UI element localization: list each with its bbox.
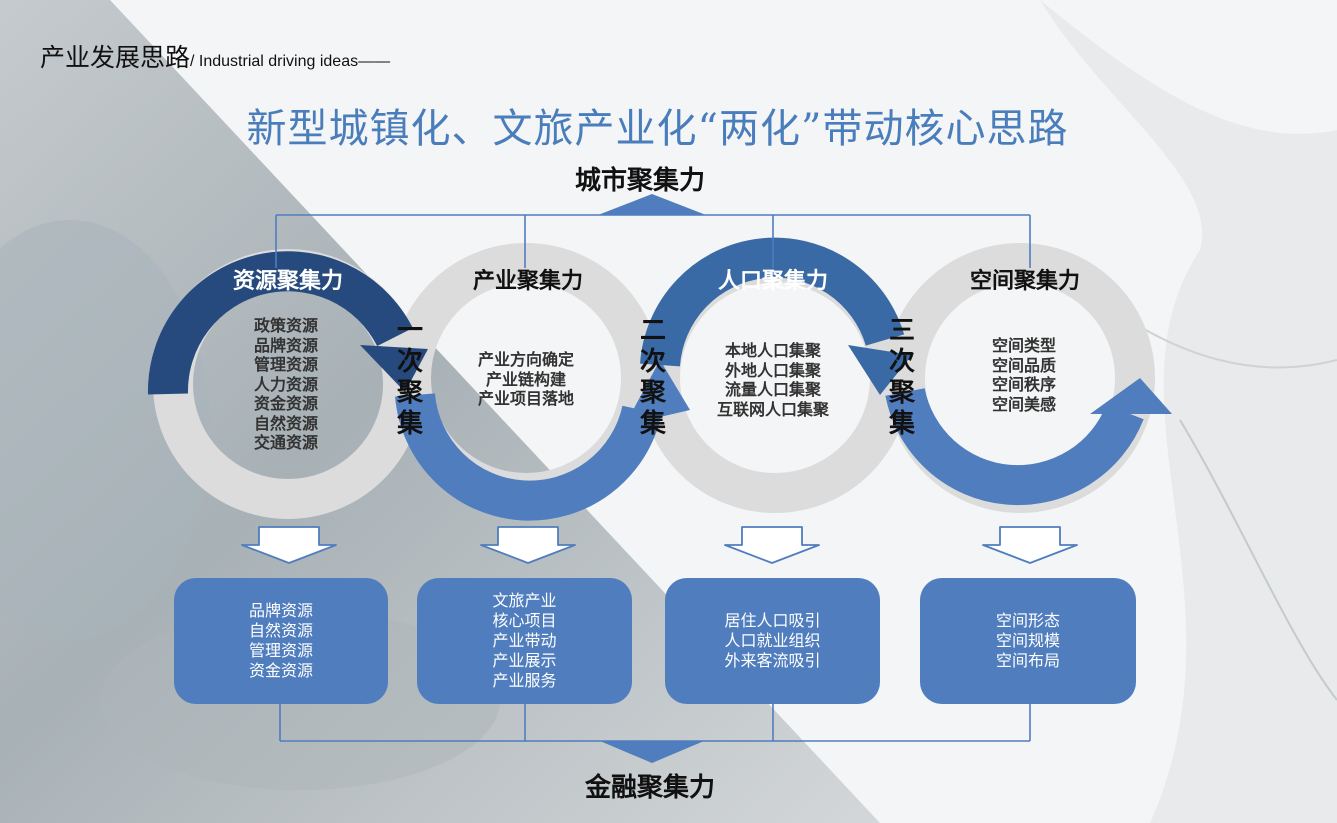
ring-arrowhead-4 (1090, 378, 1172, 414)
down-arrow-4 (982, 526, 1078, 564)
ring-arc-3 (640, 237, 905, 367)
ring-item: 流量人口集聚 (724, 380, 821, 399)
ring-item: 资金资源 (253, 394, 318, 413)
box-item: 外来客流吸引 (724, 651, 821, 670)
ring-item: 自然资源 (253, 413, 318, 433)
ring-items-4: 空间类型 空间品质 空间秩序 空间美感 (964, 336, 1084, 414)
ring-item: 互联网人口集聚 (716, 399, 829, 419)
box-item: 管理资源 (248, 641, 313, 660)
ring-item: 政策资源 (253, 316, 318, 335)
stage-char: 聚 (639, 378, 666, 408)
ring-arrowhead-1 (360, 345, 428, 392)
ring-items-1: 政策资源 品牌资源 管理资源 人力资源 资金资源 自然资源 交通资源 (226, 316, 346, 453)
stage-char: 聚 (888, 378, 915, 408)
ring-item: 产业方向确定 (477, 350, 574, 369)
stage-char: 聚 (396, 378, 423, 408)
down-arrow-1 (241, 526, 337, 564)
result-box-4: 空间形态 空间规模 空间布局 (920, 578, 1136, 704)
ring-item: 人力资源 (253, 374, 318, 394)
box-item: 产业带动 (492, 631, 557, 650)
ring-title-4: 空间聚集力 (969, 269, 1080, 294)
page-header: 产业发展思路/ Industrial driving ideas—— (40, 38, 390, 74)
box-item: 居住人口吸引 (724, 611, 821, 630)
ring-item: 产业链构建 (485, 369, 566, 389)
ring-item: 空间类型 (991, 336, 1056, 355)
box-item: 资金资源 (248, 661, 313, 680)
ring-item: 空间秩序 (991, 375, 1056, 394)
stage-char: 集 (639, 409, 666, 439)
ring-arc-1 (147, 251, 413, 395)
ring-title-3: 人口聚集力 (717, 269, 828, 294)
down-arrow-2 (480, 526, 576, 564)
box-item: 核心项目 (492, 611, 557, 630)
box-item: 文旅产业 (492, 591, 557, 610)
ring-items-2: 产业方向确定 产业链构建 产业项目落地 (456, 350, 596, 409)
box-item: 产业展示 (492, 651, 557, 670)
stage-label-2: 二 次 聚 集 (635, 316, 671, 440)
ring-item: 交通资源 (253, 433, 318, 452)
bottom-force-label: 金融聚集力 (584, 773, 715, 803)
stage-char: 次 (396, 347, 423, 377)
down-arrow-3 (724, 526, 820, 564)
box-item: 人口就业组织 (724, 631, 821, 650)
ring-item: 管理资源 (253, 355, 318, 374)
stage-char: 三 (888, 316, 915, 346)
ring-item: 本地人口集聚 (724, 341, 821, 360)
ring-title-2: 产业聚集力 (472, 269, 583, 294)
stage-char: 次 (639, 347, 666, 377)
stage-char: 二 (639, 316, 666, 346)
ring-title-1: 资源聚集力 (232, 269, 343, 294)
ring-item: 空间品质 (991, 355, 1056, 375)
header-title-cn: 产业发展思路 (40, 43, 191, 72)
stage-label-1: 一 次 聚 集 (392, 316, 428, 440)
box-item: 空间形态 (995, 611, 1060, 630)
stage-char: 集 (396, 409, 423, 439)
ring-arc-4 (885, 387, 1144, 506)
ring-item: 产业项目落地 (477, 389, 574, 408)
stage-label-3: 三 次 聚 集 (884, 316, 920, 440)
main-title: 新型城镇化、文旅产业化“两化”带动核心思路 (246, 106, 1069, 152)
ring-item: 空间美感 (991, 394, 1056, 414)
top-force-label: 城市聚集力 (574, 166, 705, 196)
ring-items-3: 本地人口集聚 外地人口集聚 流量人口集聚 互联网人口集聚 (700, 341, 846, 419)
ring-arrowhead-3 (848, 345, 912, 395)
box-item: 空间布局 (995, 651, 1060, 670)
ring-item: 外地人口集聚 (724, 360, 821, 380)
stage-char: 次 (888, 347, 915, 377)
ring-arrowhead-2 (625, 360, 690, 425)
top-arrow (598, 194, 706, 215)
result-box-1: 品牌资源 自然资源 管理资源 资金资源 (174, 578, 388, 704)
box-item: 空间规模 (995, 631, 1060, 650)
ring-arc-2 (395, 392, 662, 521)
box-item: 产业服务 (492, 671, 557, 690)
box-item: 自然资源 (248, 621, 313, 640)
header-title-en: / Industrial driving ideas—— (190, 53, 391, 70)
result-box-3: 居住人口吸引 人口就业组织 外来客流吸引 (665, 578, 880, 704)
box-item: 品牌资源 (248, 601, 313, 620)
stage-char: 集 (888, 409, 915, 439)
ring-item: 品牌资源 (253, 335, 318, 355)
result-box-2: 文旅产业 核心项目 产业带动 产业展示 产业服务 (417, 578, 632, 704)
stage-char: 一 (396, 316, 423, 346)
bottom-arrow (600, 741, 704, 763)
